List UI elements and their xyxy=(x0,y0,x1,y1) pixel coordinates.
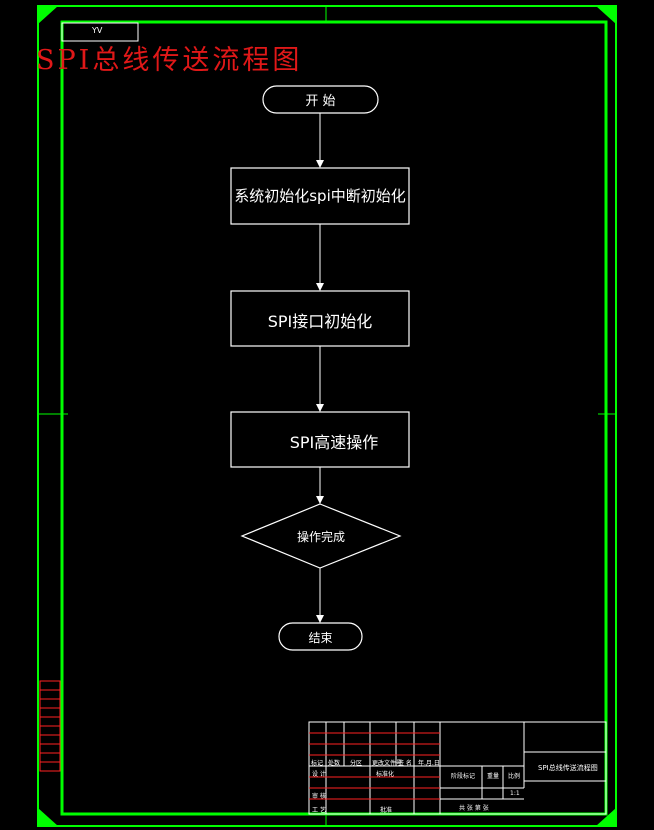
start-label: 开 始 xyxy=(305,94,336,109)
inner-border xyxy=(60,20,608,816)
decision-label: 操作完成 xyxy=(296,530,345,544)
corner-tag-text: YV xyxy=(92,26,103,35)
tb-process-label: 工 艺 xyxy=(312,807,326,814)
tb-row-label-zone: 分区 xyxy=(350,760,363,767)
tb-stage-label: 阶段标记 xyxy=(451,773,476,780)
margin-stamp xyxy=(39,680,61,772)
title-block xyxy=(308,721,607,815)
drawing-title: SPI总线传送流程图 xyxy=(36,45,303,76)
arrow-4 xyxy=(316,496,324,504)
corner-mark-tr xyxy=(596,6,616,24)
corner-mark-br xyxy=(596,808,616,826)
corner-mark-bl xyxy=(38,808,58,826)
corner-mark-tl xyxy=(38,6,58,24)
tb-sheet-label: 共 张 第 张 xyxy=(459,805,489,812)
tb-standard-label: 标准化 xyxy=(376,771,395,778)
arrow-5 xyxy=(316,615,324,623)
tb-row-label-count: 处数 xyxy=(328,760,341,767)
tb-design-label: 设 计 xyxy=(312,771,326,778)
corner-tag-box xyxy=(61,22,139,42)
process-label-3: SPI高速操作 xyxy=(289,433,379,452)
tb-row-label-sign: 签 名 xyxy=(398,760,412,767)
outer-border xyxy=(37,5,617,827)
tb-row-label-date: 年.月.日 xyxy=(418,760,440,767)
process-label-1: 系统初始化spi中断初始化 xyxy=(234,187,406,205)
arrow-1 xyxy=(316,160,324,168)
end-label: 结束 xyxy=(308,631,333,645)
tb-row-label-mark: 标记 xyxy=(311,760,324,767)
tb-scale-value: 1:1 xyxy=(510,790,520,797)
arrow-2 xyxy=(316,283,324,291)
arrow-3 xyxy=(316,404,324,412)
tb-drawing-name: SPI总线传送流程图 xyxy=(538,764,598,772)
tb-approve-label: 批准 xyxy=(380,807,393,814)
tb-row-label-change: 更改文件号 xyxy=(372,760,403,767)
process-label-2: SPI接口初始化 xyxy=(267,312,373,331)
end-terminal xyxy=(278,622,363,651)
tb-review-label: 审 核 xyxy=(312,793,326,800)
tb-weight-label: 重量 xyxy=(487,773,500,780)
tb-scale-label: 比例 xyxy=(508,773,521,780)
